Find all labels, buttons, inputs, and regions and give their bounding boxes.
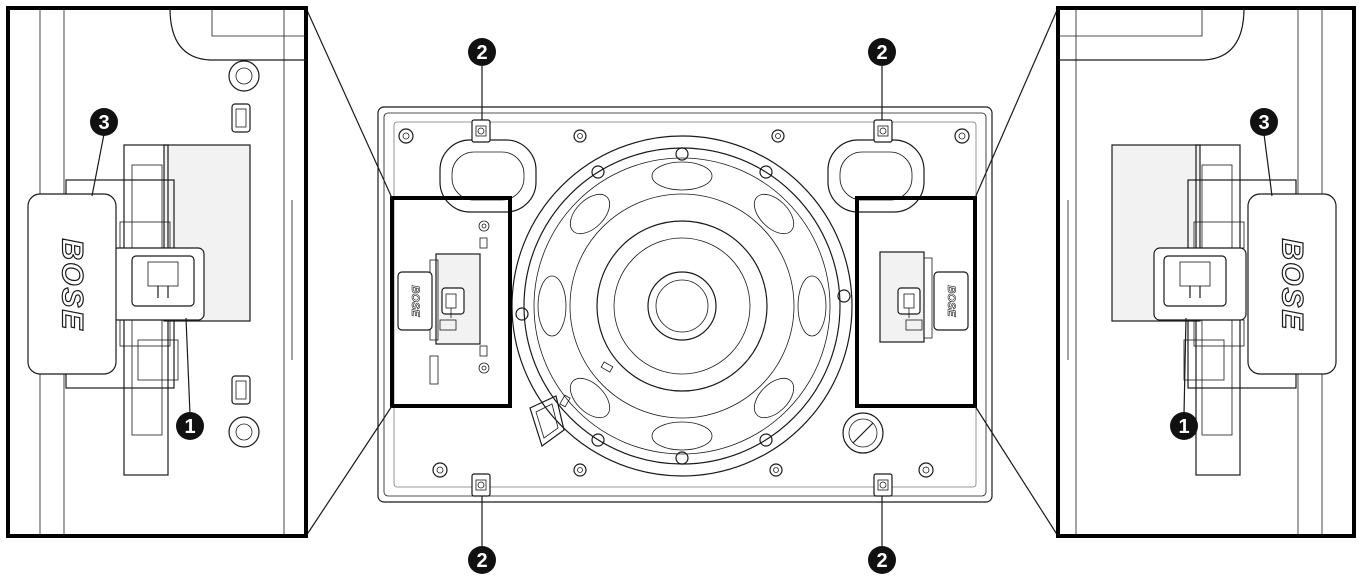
cabinet-screws [398, 128, 970, 478]
svg-text:1: 1 [1178, 416, 1189, 438]
inset-left: BOSE [6, 6, 308, 538]
callout-badge-tab-top-left: 2 [468, 38, 496, 66]
zoom-box-right [855, 196, 977, 408]
mounting-tab-top-left [471, 119, 491, 143]
basket-vents [537, 161, 827, 451]
callout-badge-latch-left: 1 [176, 412, 204, 440]
svg-text:2: 2 [476, 42, 487, 64]
svg-text:1: 1 [184, 416, 195, 438]
svg-text:3: 3 [98, 112, 109, 134]
svg-text:2: 2 [876, 42, 887, 64]
callout-badge-tab-top-right: 2 [868, 38, 896, 66]
bracket-area-left: BOSE [397, 220, 490, 385]
callout-badge-latch-right: 1 [1170, 412, 1198, 440]
bracket-area-right: BOSE [879, 251, 969, 343]
svg-text:3: 3 [1258, 112, 1269, 134]
svg-text:2: 2 [876, 550, 887, 572]
inset-right: BOSE [1056, 6, 1356, 538]
port-cap [842, 412, 884, 454]
callout-badge-cover-right: 3 [1250, 108, 1278, 136]
cover-right: BOSE [1247, 193, 1337, 375]
callout-badge-cover-left: 3 [90, 108, 118, 136]
svg-text:2: 2 [476, 550, 487, 572]
brand-logo-right: BOSE [1276, 238, 1309, 331]
speaker-rear-view: BOSE BOSE [377, 106, 993, 503]
svg-text:BOSE: BOSE [945, 285, 957, 317]
svg-text:BOSE: BOSE [409, 285, 421, 317]
callout-badge-tab-bottom-left: 2 [468, 546, 496, 574]
woofer-basket [511, 135, 853, 477]
cover-left: BOSE [27, 193, 117, 375]
mounting-tab-bottom-left [471, 473, 491, 497]
basket-screws [515, 147, 851, 465]
callout-badge-tab-bottom-right: 2 [868, 546, 896, 574]
handle-cutouts [439, 139, 925, 213]
zoom-box-left [390, 196, 512, 408]
zoom-connector-lines [305, 7, 1059, 537]
brand-logo-left: BOSE [56, 238, 89, 331]
mounting-tab-top-right [873, 119, 893, 143]
mounting-tab-bottom-right [873, 473, 893, 497]
